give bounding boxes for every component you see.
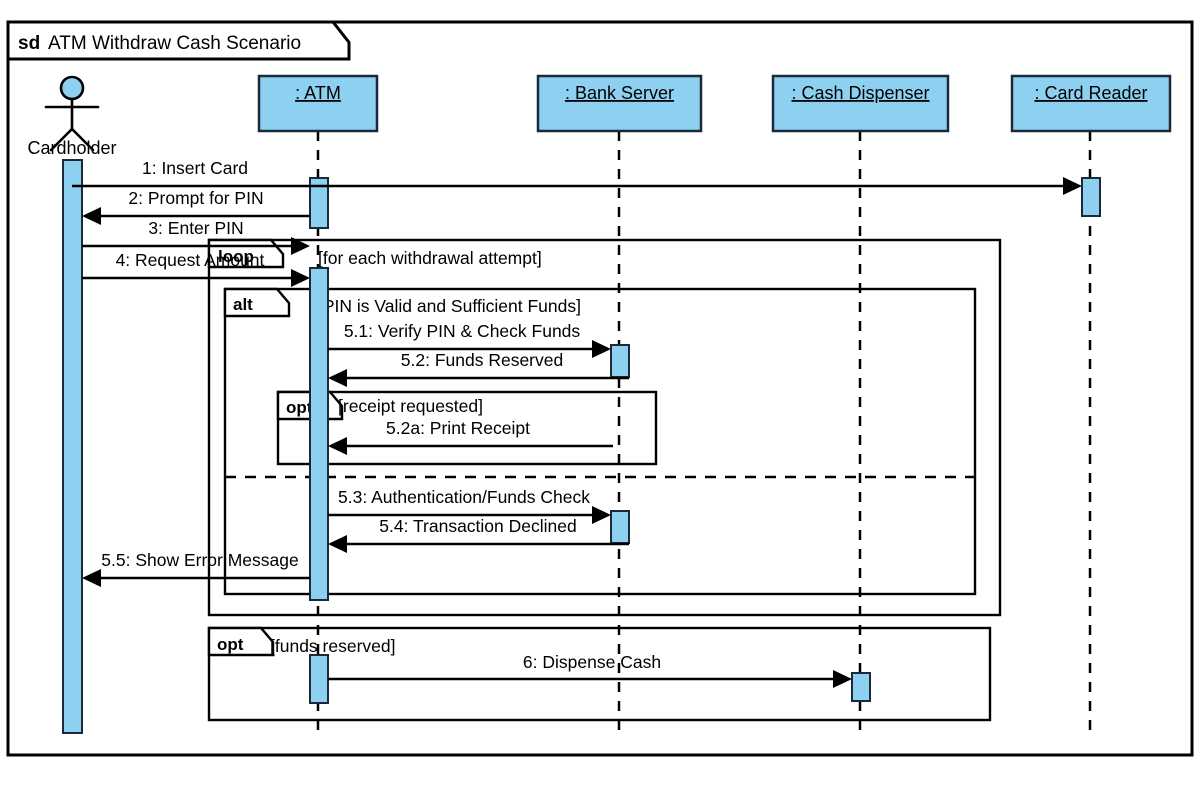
msg-prompt-pin-arrowhead-icon [82, 207, 101, 225]
lifeline-header-cash-dispenser[interactable] [771, 74, 950, 133]
loop-fragment-kind-label: loop [218, 247, 254, 266]
msg-auth-funds-check-arrowhead-icon [592, 506, 611, 524]
diagram-frame: sd ATM Withdraw Cash Scenario [6, 20, 1194, 757]
msg-funds-reserved: 5.2: Funds Reserved [328, 350, 629, 387]
msg-funds-reserved-label: 5.2: Funds Reserved [401, 350, 563, 370]
alt-fragment-guard-label: [PIN is Valid and Sufficient Funds] [318, 296, 581, 316]
alt-fragment-kind-label: alt [233, 295, 253, 314]
actor-activation-bar [62, 159, 83, 734]
atm-activation-dispense [309, 654, 329, 704]
msg-request-amount-arrowhead-icon [291, 269, 310, 287]
msg-verify-pin: 5.1: Verify PIN & Check Funds [328, 321, 611, 358]
opt-dispense-fragment-box [207, 626, 992, 722]
lifeline-cash-dispenser: : Cash Dispenser [771, 74, 950, 734]
actor-label: Cardholder [27, 138, 116, 158]
msg-show-error: 5.5: Show Error Message [82, 550, 310, 587]
msg-transaction-declined: 5.4: Transaction Declined [328, 516, 629, 553]
lifeline-header-bank-server[interactable] [536, 74, 703, 133]
msg-enter-pin: 3: Enter PIN [82, 218, 310, 255]
msg-enter-pin-arrowhead-icon [291, 237, 310, 255]
lifeline-atm: : ATM [257, 74, 379, 734]
msg-prompt-pin: 2: Prompt for PIN [82, 188, 310, 225]
actor-head-icon [59, 75, 85, 101]
msg-transaction-declined-arrowhead-icon [328, 535, 347, 553]
msg-print-receipt: 5.2a: Print Receipt [328, 418, 613, 455]
msg-show-error-label: 5.5: Show Error Message [101, 550, 298, 570]
actor-leg-left-icon [49, 127, 74, 152]
opt-dispense-fragment-guard-label: [funds reserved] [270, 636, 395, 656]
alt-fragment-box [223, 287, 977, 596]
msg-transaction-declined-label: 5.4: Transaction Declined [379, 516, 576, 536]
msg-insert-card: 1: Insert Card [72, 158, 1082, 195]
atm-activation-main [309, 267, 329, 601]
lifeline-label-cash-dispenser: : Cash Dispenser [791, 83, 929, 103]
lifelines-layer: : ATM : Bank Server : Cash Dispenser : Card… [257, 74, 1172, 734]
msg-print-receipt-arrowhead-icon [328, 437, 347, 455]
msg-verify-pin-arrowhead-icon [592, 340, 611, 358]
lifeline-header-card-reader[interactable] [1010, 74, 1172, 133]
lifeline-label-bank-server: : Bank Server [565, 83, 674, 103]
diagram-frame-border [6, 20, 1194, 757]
dispenser-activation [851, 672, 871, 702]
lifeline-label-atm: : ATM [295, 83, 341, 103]
bank-server-activation-2 [610, 510, 630, 544]
loop-fragment-guard-label: [for each withdrawal attempt] [318, 248, 542, 268]
lifeline-header-atm[interactable] [257, 74, 379, 133]
opt-dispense-fragment-kind-label: opt [217, 635, 244, 654]
alt-fragment: alt [PIN is Valid and Sufficient Funds] [223, 287, 977, 596]
msg-print-receipt-label: 5.2a: Print Receipt [386, 418, 530, 438]
msg-insert-card-label: 1: Insert Card [142, 158, 248, 178]
msg-show-error-arrowhead-icon [82, 569, 101, 587]
opt-receipt-fragment-box [276, 390, 658, 466]
lifeline-label-card-reader: : Card Reader [1034, 83, 1147, 103]
msg-funds-reserved-arrowhead-icon [328, 369, 347, 387]
activations-layer [309, 177, 1101, 704]
atm-activation-top [309, 177, 329, 229]
frame-kind-label: sd [18, 33, 40, 54]
opt-receipt-fragment-guard-label: [receipt requested] [338, 396, 483, 416]
msg-verify-pin-label: 5.1: Verify PIN & Check Funds [344, 321, 581, 341]
loop-fragment: loop [for each withdrawal attempt] [207, 238, 1002, 617]
lifeline-card-reader: : Card Reader [1010, 74, 1172, 734]
msg-request-amount-label: 4: Request Amount [116, 250, 265, 270]
alt-fragment-tab [223, 287, 291, 318]
actor-Cardholder: Cardholder [27, 75, 117, 734]
bank-server-activation-1 [610, 344, 630, 378]
loop-fragment-box [207, 238, 1002, 617]
actor-layer: Cardholder [27, 75, 117, 734]
msg-dispense-cash-arrowhead-icon [833, 670, 852, 688]
opt-dispense-fragment-tab [207, 626, 275, 657]
lifeline-bank-server: : Bank Server [536, 74, 703, 734]
card-reader-activation [1081, 177, 1101, 217]
actor-leg-right-icon [70, 127, 95, 152]
msg-dispense-cash: 6: Dispense Cash [328, 652, 852, 688]
frame-title-text: ATM Withdraw Cash Scenario [48, 33, 301, 54]
msg-dispense-cash-label: 6: Dispense Cash [523, 652, 661, 672]
msg-prompt-pin-label: 2: Prompt for PIN [128, 188, 263, 208]
frame-title-tab [6, 20, 351, 61]
msg-insert-card-arrowhead-icon [1063, 177, 1082, 195]
msg-auth-funds-check-label: 5.3: Authentication/Funds Check [338, 487, 590, 507]
msg-enter-pin-label: 3: Enter PIN [148, 218, 243, 238]
fragments-layer: loop [for each withdrawal attempt] alt [PIN… [207, 238, 1002, 722]
opt-dispense-fragment: opt [funds reserved] [207, 626, 992, 722]
msg-request-amount: 4: Request Amount [82, 250, 310, 287]
opt-receipt-fragment-kind-label: opt [286, 398, 313, 417]
messages-layer: 1: Insert Card 2: Prompt for PIN 3: Enter … [72, 158, 1082, 688]
msg-auth-funds-check: 5.3: Authentication/Funds Check [328, 487, 611, 524]
